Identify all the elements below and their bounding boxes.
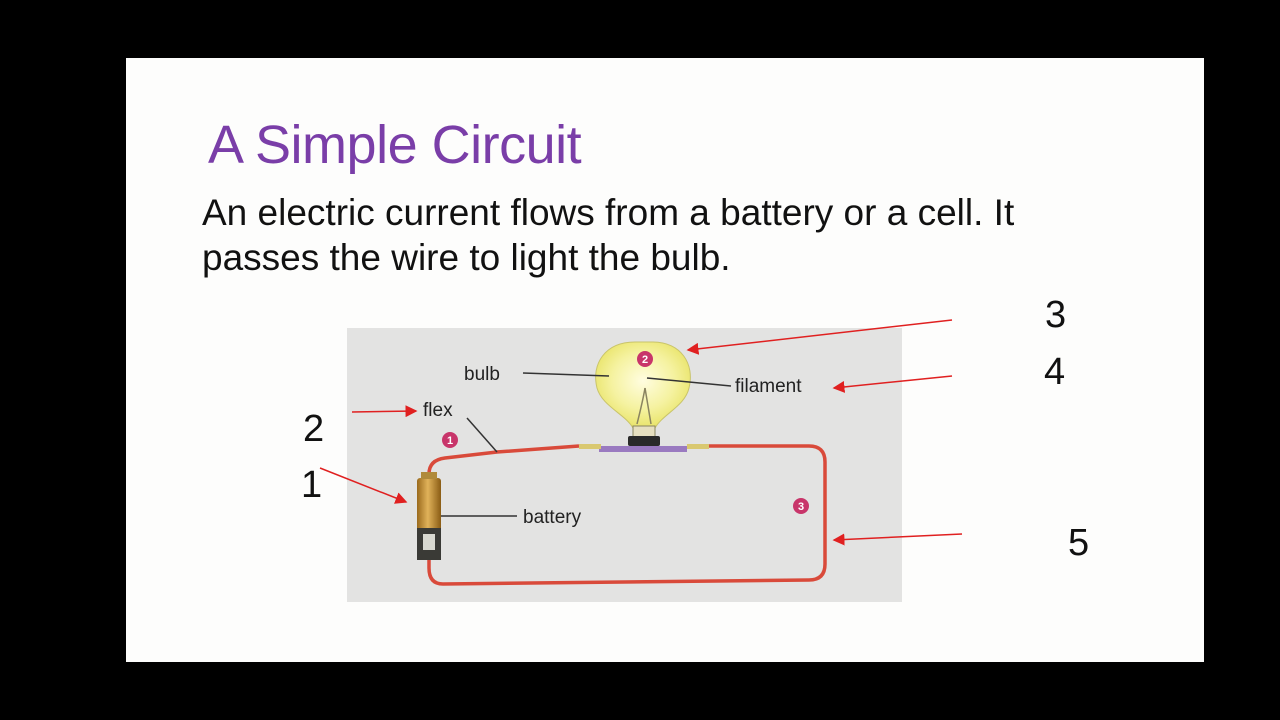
callout-5: 5 [1068,524,1089,562]
callout-2: 2 [303,410,324,448]
arrow-1 [320,468,406,502]
slide: A Simple Circuit An electric current flo… [126,58,1204,662]
arrow-2 [352,411,416,412]
arrow-3 [688,320,952,350]
callout-3: 3 [1045,296,1066,334]
callout-1: 1 [301,466,322,504]
arrow-5 [834,534,962,540]
arrow-4 [834,376,952,388]
annotation-arrows [126,58,1204,662]
callout-4: 4 [1044,353,1065,391]
